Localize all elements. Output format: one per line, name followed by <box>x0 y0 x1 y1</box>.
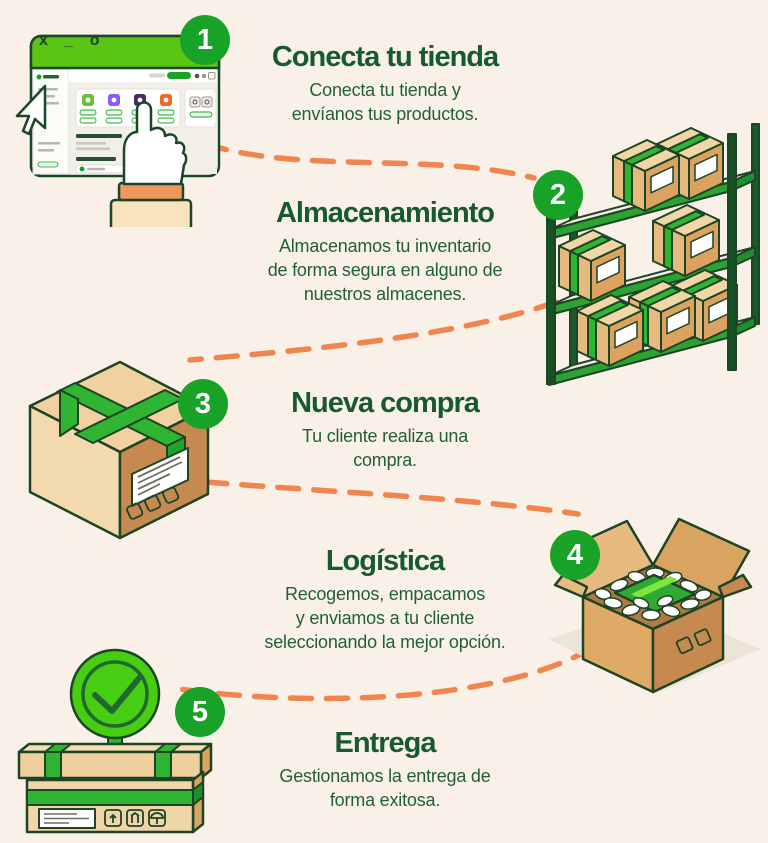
step-2-description: Almacenamos tu inventario de forma segur… <box>267 236 503 304</box>
pointing-hand-icon <box>109 101 193 232</box>
window-controls-icon: x _ o <box>39 32 106 49</box>
step-4-description: Recogemos, empacamos y enviamos a tu cli… <box>264 584 506 652</box>
step-3-description: Tu cliente realiza una compra. <box>301 426 469 471</box>
box <box>628 280 696 353</box>
step-1-description: Conecta tu tienda y envíanos tus product… <box>291 80 479 125</box>
step-2-title: Almacenamiento <box>275 197 495 229</box>
step-1-text: Conecta tu tienda Conecta tu tienda y en… <box>230 42 540 127</box>
box <box>652 204 720 277</box>
connector-2-3 <box>187 299 559 363</box>
connector-4-5 <box>169 645 595 702</box>
step-1-title: Conecta tu tienda <box>271 41 499 73</box>
connector-1-2 <box>203 141 537 181</box>
cursor-arrow-icon <box>15 84 47 136</box>
warehouse-shelf-illustration <box>533 62 765 387</box>
step-3-title: Nueva compra <box>291 387 480 419</box>
box <box>612 139 680 212</box>
step-badge-1: 1 <box>180 15 230 65</box>
handling-icons <box>104 809 166 827</box>
step-5-description: Gestionamos la entrega de forma exitosa. <box>279 766 491 811</box>
step-4-title: Logística <box>325 545 445 577</box>
step-5-title: Entrega <box>334 727 437 759</box>
step-badge-3: 3 <box>178 379 228 429</box>
lid-tape <box>44 743 182 779</box>
shipping-label <box>38 808 96 829</box>
step-4-text: Logística Recogemos, empacamos y enviamo… <box>220 546 550 655</box>
open-box-illustration <box>535 487 765 702</box>
step-2-text: Almacenamiento Almacenamos tu inventario… <box>225 198 545 307</box>
connector-3-4 <box>203 479 581 517</box>
body-tape-stripe <box>26 781 204 806</box>
closed-box-illustration <box>10 342 235 547</box>
shipping-label <box>131 447 189 507</box>
packing-peanuts <box>603 595 700 621</box>
step-badge-4: 4 <box>550 530 600 580</box>
step-5-text: Entrega Gestionamos la entrega de forma … <box>245 728 525 813</box>
handling-icons <box>675 628 712 655</box>
handling-icons <box>126 486 180 520</box>
box <box>576 294 644 367</box>
step-badge-5: 5 <box>175 687 225 737</box>
checkmark-icon <box>69 648 161 740</box>
step-3-text: Nueva compra Tu cliente realiza una comp… <box>235 388 535 473</box>
step-badge-2: 2 <box>533 170 583 220</box>
delivered-box-illustration <box>5 648 230 838</box>
box <box>558 229 626 302</box>
browser-illustration: x _ o <box>15 22 230 232</box>
